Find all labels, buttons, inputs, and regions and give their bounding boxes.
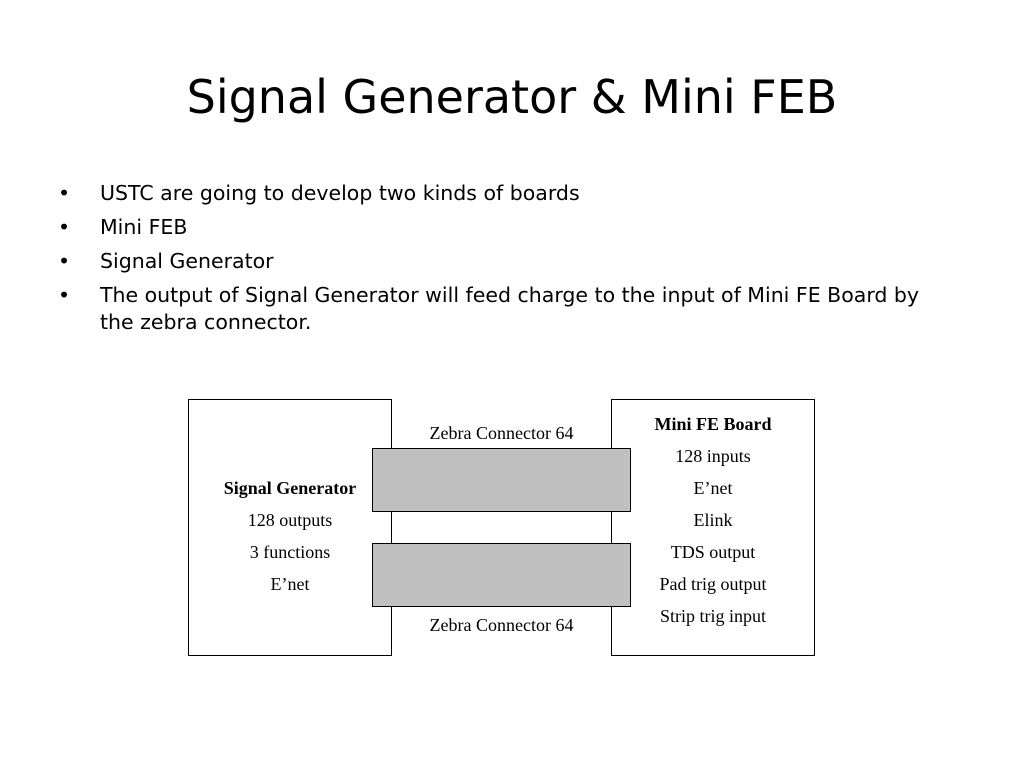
mini-fe-board-line: Elink [693,510,733,530]
signal-generator-line: 3 functions [249,542,331,562]
signal-generator-line: E’net [270,574,310,594]
mini-fe-board-line: E’net [693,478,733,498]
zebra-connector-top [372,448,631,512]
bullet-item: • Mini FEB [58,214,958,241]
mini-fe-board-title: Mini FE Board [654,414,772,434]
bullet-dot: • [58,215,71,239]
bullet-list: • USTC are going to develop two kinds of … [58,180,958,343]
bullet-text: Signal Generator [100,249,274,273]
bullet-dot: • [58,249,71,273]
bullet-item: • The output of Signal Generator will fee… [58,282,958,336]
bullet-dot: • [58,283,71,307]
mini-fe-board-line: 128 inputs [675,446,751,466]
mini-fe-board-box [611,399,815,656]
zebra-connector-bottom-label: Zebra Connector 64 [429,615,574,635]
bullet-item: • Signal Generator [58,248,958,275]
bullet-text: Mini FEB [100,215,188,239]
signal-generator-title: Signal Generator [223,478,357,498]
signal-generator-box [188,399,392,656]
bullet-dot: • [58,181,71,205]
mini-fe-board-line: Pad trig output [659,574,767,594]
bullet-text: USTC are going to develop two kinds of b… [100,181,580,205]
zebra-connector-bottom [372,543,631,607]
zebra-connector-top-label: Zebra Connector 64 [429,423,574,443]
slide-title: Signal Generator & Mini FEB [186,70,838,124]
mini-fe-board-line: TDS output [670,542,756,562]
bullet-text: The output of Signal Generator will feed… [100,283,920,334]
bullet-item: • USTC are going to develop two kinds of … [58,180,958,207]
mini-fe-board-line: Strip trig input [659,606,766,626]
signal-generator-line: 128 outputs [247,510,333,530]
